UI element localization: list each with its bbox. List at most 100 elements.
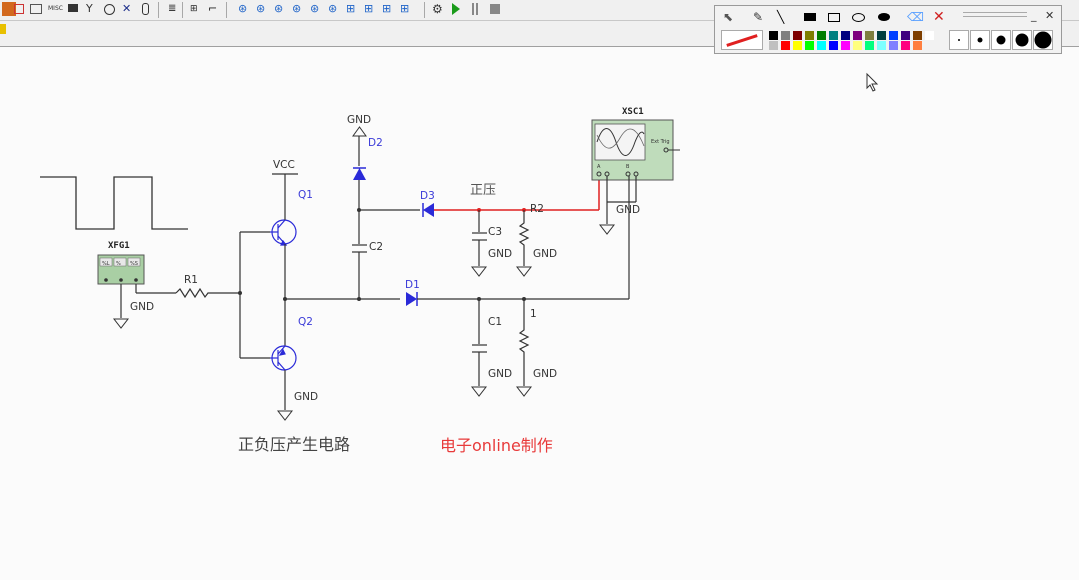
color-swatch[interactable] bbox=[769, 41, 778, 50]
color-swatch[interactable] bbox=[913, 41, 922, 50]
pen-tool-icon[interactable]: ✎ bbox=[753, 10, 764, 24]
c3-label: C3 bbox=[488, 226, 502, 238]
resistor-r3[interactable] bbox=[518, 299, 530, 386]
align-icon[interactable]: ⊛ bbox=[310, 2, 320, 15]
ellipse-tool-icon[interactable] bbox=[849, 9, 869, 25]
color-swatch[interactable] bbox=[913, 31, 922, 40]
transistor-q1[interactable] bbox=[270, 219, 297, 246]
component-icon[interactable] bbox=[2, 2, 16, 16]
diode-d2[interactable] bbox=[353, 167, 366, 180]
size-2-button[interactable] bbox=[970, 30, 990, 50]
color-swatch[interactable] bbox=[901, 31, 910, 40]
color-swatch[interactable] bbox=[817, 31, 826, 40]
capacitor-icon[interactable] bbox=[142, 3, 149, 15]
node-1-label: 1 bbox=[530, 308, 537, 320]
color-swatch[interactable] bbox=[829, 41, 838, 50]
function-generator-xfg1[interactable]: %L % %S bbox=[97, 254, 145, 285]
color-swatch[interactable] bbox=[781, 41, 790, 50]
stop-icon[interactable] bbox=[490, 4, 500, 14]
color-swatch[interactable] bbox=[889, 31, 898, 40]
color-swatch[interactable] bbox=[865, 41, 874, 50]
gnd-label: GND bbox=[616, 204, 640, 216]
size-4-button[interactable] bbox=[1012, 30, 1032, 50]
diode-d3[interactable] bbox=[422, 203, 434, 217]
minimize-icon[interactable]: _ bbox=[1031, 9, 1037, 22]
gnd-label: GND bbox=[488, 248, 512, 260]
color-swatch[interactable] bbox=[877, 41, 886, 50]
ground-symbol bbox=[276, 410, 294, 421]
simulate-gear-icon[interactable]: ⚙ bbox=[432, 2, 443, 16]
filled-rect-tool-icon[interactable] bbox=[801, 9, 821, 25]
resistor-r1[interactable] bbox=[175, 287, 240, 299]
color-swatch[interactable] bbox=[925, 31, 934, 40]
color-swatch[interactable] bbox=[781, 31, 790, 40]
size-5-button[interactable] bbox=[1033, 30, 1053, 50]
filled-ellipse-tool-icon[interactable] bbox=[875, 9, 895, 25]
probe-icon[interactable] bbox=[104, 4, 115, 15]
color-swatch[interactable] bbox=[865, 31, 874, 40]
ground-symbol bbox=[470, 266, 488, 277]
align-icon[interactable]: ⊛ bbox=[238, 2, 248, 15]
folder-icon[interactable] bbox=[0, 24, 6, 34]
color-swatch[interactable] bbox=[805, 31, 814, 40]
color-swatch[interactable] bbox=[889, 41, 898, 50]
color-swatch[interactable] bbox=[805, 41, 814, 50]
color-swatch[interactable] bbox=[841, 41, 850, 50]
color-swatch[interactable] bbox=[817, 41, 826, 50]
postprocess-icon[interactable]: ⊞ bbox=[190, 4, 198, 14]
xsc1-label: XSC1 bbox=[622, 107, 644, 117]
size-1-button[interactable] bbox=[949, 30, 969, 50]
color-swatch[interactable] bbox=[901, 41, 910, 50]
transistor-q2[interactable] bbox=[270, 345, 297, 371]
svg-text:%L: %L bbox=[102, 261, 110, 267]
size-3-button[interactable] bbox=[991, 30, 1011, 50]
align-icon[interactable]: ⊞ bbox=[346, 2, 356, 15]
color-swatch[interactable] bbox=[829, 31, 838, 40]
color-swatch[interactable] bbox=[769, 31, 778, 40]
current-color-preview[interactable] bbox=[721, 30, 763, 50]
align-icon[interactable]: ⊞ bbox=[382, 2, 392, 15]
capacitor-c1[interactable] bbox=[472, 344, 487, 353]
align-icon[interactable]: ⊞ bbox=[400, 2, 410, 15]
align-icon[interactable]: ⊞ bbox=[364, 2, 374, 15]
align-icon[interactable]: ⊛ bbox=[256, 2, 266, 15]
color-swatch[interactable] bbox=[853, 31, 862, 40]
color-swatch[interactable] bbox=[853, 41, 862, 50]
color-swatch[interactable] bbox=[793, 41, 802, 50]
color-swatch[interactable] bbox=[841, 31, 850, 40]
align-icon[interactable]: ⊛ bbox=[292, 2, 302, 15]
misc-icon[interactable]: MISC bbox=[48, 5, 63, 12]
bus-icon[interactable]: ✕ bbox=[122, 2, 132, 15]
step-icon[interactable]: ⌐ bbox=[208, 2, 218, 15]
capacitor-c3[interactable] bbox=[472, 232, 487, 241]
c2-label: C2 bbox=[369, 241, 383, 253]
align-icon[interactable]: ⊛ bbox=[274, 2, 284, 15]
svg-text:A: A bbox=[597, 164, 601, 170]
ground-symbol bbox=[598, 224, 616, 235]
run-icon[interactable] bbox=[452, 3, 460, 15]
positive-voltage-label: 正压 bbox=[470, 183, 496, 198]
rect-tool-icon[interactable] bbox=[825, 9, 845, 25]
probe-icon[interactable] bbox=[30, 4, 42, 14]
ground-symbol-inverted bbox=[352, 126, 367, 137]
diode-d1[interactable] bbox=[406, 292, 418, 306]
grapher-icon[interactable]: ≣ bbox=[168, 3, 177, 14]
place-icon[interactable] bbox=[68, 4, 78, 12]
align-icon[interactable]: ⊛ bbox=[328, 2, 338, 15]
clear-tool-icon[interactable]: ✕ bbox=[933, 9, 945, 25]
pause-icon[interactable] bbox=[472, 3, 478, 15]
color-swatch[interactable] bbox=[877, 31, 886, 40]
oscilloscope-xsc1[interactable]: Ext Trig A B bbox=[591, 119, 674, 181]
ground-symbol bbox=[515, 266, 533, 277]
close-icon[interactable]: ✕ bbox=[1045, 9, 1055, 22]
capacitor-c2[interactable] bbox=[352, 244, 367, 253]
circuit-title: 正负压产生电路 bbox=[238, 435, 350, 454]
color-swatch[interactable] bbox=[793, 31, 802, 40]
resistor-r2[interactable] bbox=[518, 210, 530, 266]
r1-label: R1 bbox=[184, 274, 198, 286]
select-tool-icon[interactable]: ⬉ bbox=[723, 10, 734, 24]
instrument-icon[interactable] bbox=[14, 4, 24, 14]
antenna-icon[interactable]: Y bbox=[86, 2, 93, 15]
eraser-tool-icon[interactable]: ⌫ bbox=[907, 10, 924, 24]
line-tool-icon[interactable]: ╲ bbox=[777, 10, 785, 24]
